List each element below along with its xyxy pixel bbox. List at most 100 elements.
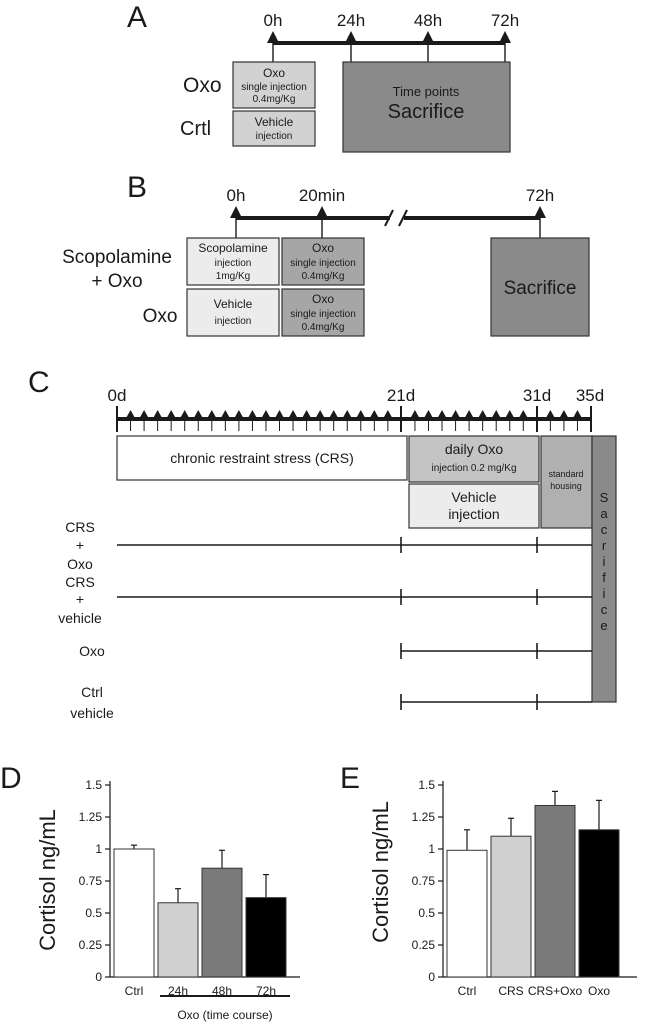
time-marker — [230, 206, 242, 218]
daily-marker — [355, 410, 366, 419]
group-ctrl-vehicle-l2: vehicle — [70, 705, 114, 721]
sacrifice-letter: e — [600, 618, 607, 633]
y-tick-label: 0.5 — [85, 906, 102, 920]
panel-a-letter: A — [127, 1, 147, 34]
x-tick-label: Oxo — [588, 984, 610, 998]
group-crs-oxo-l2: + — [76, 537, 84, 553]
daily-marker — [166, 410, 177, 419]
bar-crs — [490, 835, 532, 978]
oxo-box-b2-dose: 0.4mg/Kg — [302, 322, 345, 333]
daily-marker — [193, 410, 204, 419]
oxo-box-b1-title: Oxo — [312, 241, 334, 255]
time-marker — [345, 31, 357, 43]
x-tick-label: Ctrl — [458, 984, 477, 998]
scop-box-title: Scopolamine — [198, 241, 268, 255]
time-label-72h-b: 72h — [526, 186, 554, 205]
oxo-box-title: Oxo — [263, 66, 285, 80]
y-tick-label: 1.5 — [418, 778, 435, 792]
sacrifice-label-b: Sacrifice — [504, 278, 577, 299]
axis-break — [398, 209, 408, 227]
vehicle-box-b-line2: injection — [215, 316, 252, 327]
daily-marker — [504, 410, 515, 419]
daily-marker — [423, 410, 434, 419]
vehicle-box-c-title: Vehicle — [451, 489, 496, 505]
oxo-box-b1-line2: single injection — [290, 258, 356, 269]
daily-marker — [274, 410, 285, 419]
daily-marker — [464, 410, 475, 419]
crs-box-label: chronic restraint stress (CRS) — [170, 450, 354, 466]
crs-box — [116, 435, 408, 481]
time-label-48h: 48h — [414, 11, 442, 30]
daily-marker — [369, 410, 380, 419]
day-label-31d: 31d — [523, 386, 551, 405]
x-tick-label: CRS+Oxo — [528, 984, 583, 998]
x-tick-label: 72h — [256, 984, 276, 998]
daily-marker — [409, 410, 420, 419]
oxo-box-b1 — [281, 237, 365, 286]
y-axis-label-d: Cortisol ng/mL — [35, 809, 60, 951]
daily-oxo-box — [408, 435, 540, 483]
x-axis-label-d: Oxo (time course) — [177, 1008, 272, 1022]
y-tick-label: 0.25 — [79, 938, 103, 952]
group-ctrl-vehicle-l1: Ctrl — [81, 684, 103, 700]
daily-marker — [328, 410, 339, 419]
sacrifice-box-b — [490, 237, 590, 337]
daily-marker — [450, 410, 461, 419]
oxo-box-b2-line2: single injection — [290, 309, 356, 320]
y-tick-label: 1 — [428, 842, 435, 856]
daily-marker — [558, 410, 569, 419]
daily-marker — [260, 410, 271, 419]
bar-72h — [245, 897, 287, 978]
panel-b-letter: B — [127, 171, 147, 204]
panel-d: D Cortisol ng/mL 00.250.50.7511.251.5Ctr… — [0, 762, 300, 1022]
sacrifice-letter: a — [600, 506, 608, 521]
row-label-plus-oxo: + Oxo — [91, 271, 142, 292]
group-crs-vehicle-l1: CRS — [65, 574, 95, 590]
daily-marker — [233, 410, 244, 419]
vehicle-box-title: Vehicle — [255, 115, 294, 129]
time-label-72h: 72h — [491, 11, 519, 30]
standard-housing-line1: standard — [548, 469, 583, 479]
scop-box-line2: injection — [215, 258, 252, 269]
time-label-0h: 0h — [264, 11, 283, 30]
y-tick-label: 1 — [95, 842, 102, 856]
daily-marker — [247, 410, 258, 419]
daily-marker — [437, 410, 448, 419]
vehicle-box-line2: injection — [256, 131, 293, 142]
scopolamine-injection-box — [186, 237, 280, 286]
row-label-ctrl: Crtl — [180, 118, 211, 140]
daily-marker — [220, 410, 231, 419]
y-tick-label: 0.75 — [412, 874, 436, 888]
day-label-35d: 35d — [576, 386, 604, 405]
daily-marker — [545, 410, 556, 419]
group-crs-vehicle-l3: vehicle — [58, 610, 102, 626]
daily-marker — [152, 410, 163, 419]
time-marker — [422, 31, 434, 43]
daily-marker — [342, 410, 353, 419]
panel-a: A 0h 24h 48h 72h Oxo Crtl Oxo single inj… — [127, 1, 519, 153]
vehicle-box-c-line2: injection — [448, 506, 499, 522]
vehicle-box-b-title: Vehicle — [214, 297, 253, 311]
daily-marker — [315, 410, 326, 419]
oxo-box-line2: single injection — [241, 82, 307, 93]
sacrifice-box-title: Sacrifice — [388, 101, 465, 123]
daily-marker — [477, 410, 488, 419]
standard-housing-line2: housing — [550, 481, 582, 491]
daily-marker — [206, 410, 217, 419]
y-axis-label-e: Cortisol ng/mL — [368, 801, 393, 943]
bar-ctrl — [113, 848, 155, 978]
y-tick-label: 0.5 — [418, 906, 435, 920]
daily-marker — [179, 410, 190, 419]
sacrifice-letter: c — [601, 602, 608, 617]
daily-oxo-title: daily Oxo — [445, 441, 504, 457]
group-crs-oxo-l1: CRS — [65, 519, 95, 535]
sacrifice-letter: S — [600, 490, 609, 505]
time-marker — [499, 31, 511, 43]
daily-markers — [125, 410, 583, 431]
y-tick-label: 1.25 — [412, 810, 436, 824]
bar-24h — [157, 902, 199, 978]
row-label-scopolamine: Scopolamine — [62, 247, 172, 268]
panel-e: E Cortisol ng/mL 00.250.50.7511.251.5Ctr… — [340, 762, 637, 998]
panel-e-letter: E — [340, 762, 360, 795]
